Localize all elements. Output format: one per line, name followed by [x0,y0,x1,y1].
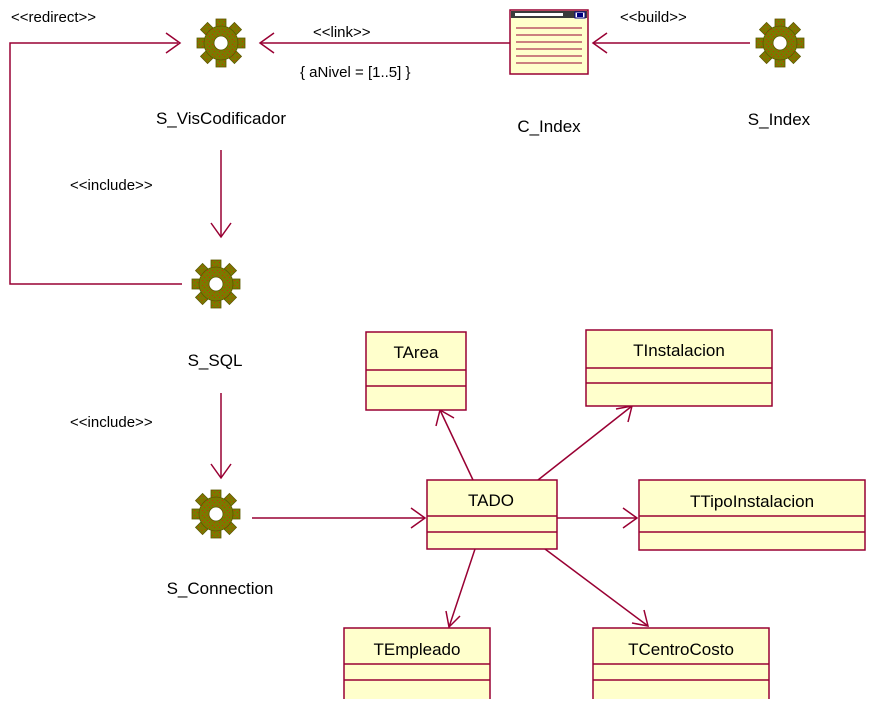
tado-tcentrocosto-arrowhead [631,609,650,627]
component-s-connection[interactable]: S_Connection [167,489,274,598]
redirect-arrowhead [165,32,182,54]
tado-tarea-arrowhead [435,408,455,427]
class-name: TInstalacion [633,341,725,360]
gear-icon [196,18,246,68]
link-label: <<link>> [313,24,371,41]
class-tado[interactable]: TADO [426,479,558,550]
component-name: S_Connection [167,579,274,598]
class-tarea[interactable]: TArea [365,331,467,411]
class-name: TCentroCosto [628,640,734,659]
tado-ttipoinstalacion-arrowhead [622,507,639,529]
class-name: TEmpleado [374,640,461,659]
gear-icon [191,259,241,309]
include-sql-arrowhead [210,222,232,239]
build-label: <<build>> [620,9,687,26]
redirect-label: <<redirect>> [11,9,96,26]
component-s-index[interactable]: S_Index [748,18,811,129]
link-constraint-label: { aNivel = [1..5] } [300,64,411,81]
component-name: S_Index [748,110,811,129]
tado-templeado-arrowhead [445,610,461,629]
connection-tado-arrowhead [410,507,427,529]
component-name: S_VisCodificador [156,109,286,128]
component-s-sql[interactable]: S_SQL [188,259,243,370]
include-connection-label: <<include>> [70,414,153,431]
build-arrowhead [591,32,608,54]
tado-templeado-connector[interactable] [448,548,476,628]
class-tinstalacion[interactable]: TInstalacion [585,329,773,407]
component-s-viscodificador[interactable]: S_VisCodificador [156,18,286,128]
class-name: TArea [393,343,439,362]
class-tcentrocosto[interactable]: TCentroCosto [592,627,770,704]
gear-icon [755,18,805,68]
client-page-icon [509,9,589,75]
component-c-index[interactable]: C_Index [509,9,589,136]
redirect-connector[interactable] [9,42,182,285]
class-name: TTipoInstalacion [690,492,814,511]
tado-tarea-connector[interactable] [439,409,474,481]
include-connection-arrowhead [210,463,232,480]
class-name: TADO [468,491,514,510]
class-templeado[interactable]: TEmpleado [343,627,491,704]
class-ttipoinstalacion[interactable]: TTipoInstalacion [638,479,866,551]
gear-icon [191,489,241,539]
link-arrowhead [258,32,275,54]
tado-tcentrocosto-connector[interactable] [544,548,649,627]
include-sql-label: <<include>> [70,177,153,194]
component-name: S_SQL [188,351,243,370]
tado-tinstalacion-connector[interactable] [537,405,633,481]
component-name: C_Index [517,117,581,136]
